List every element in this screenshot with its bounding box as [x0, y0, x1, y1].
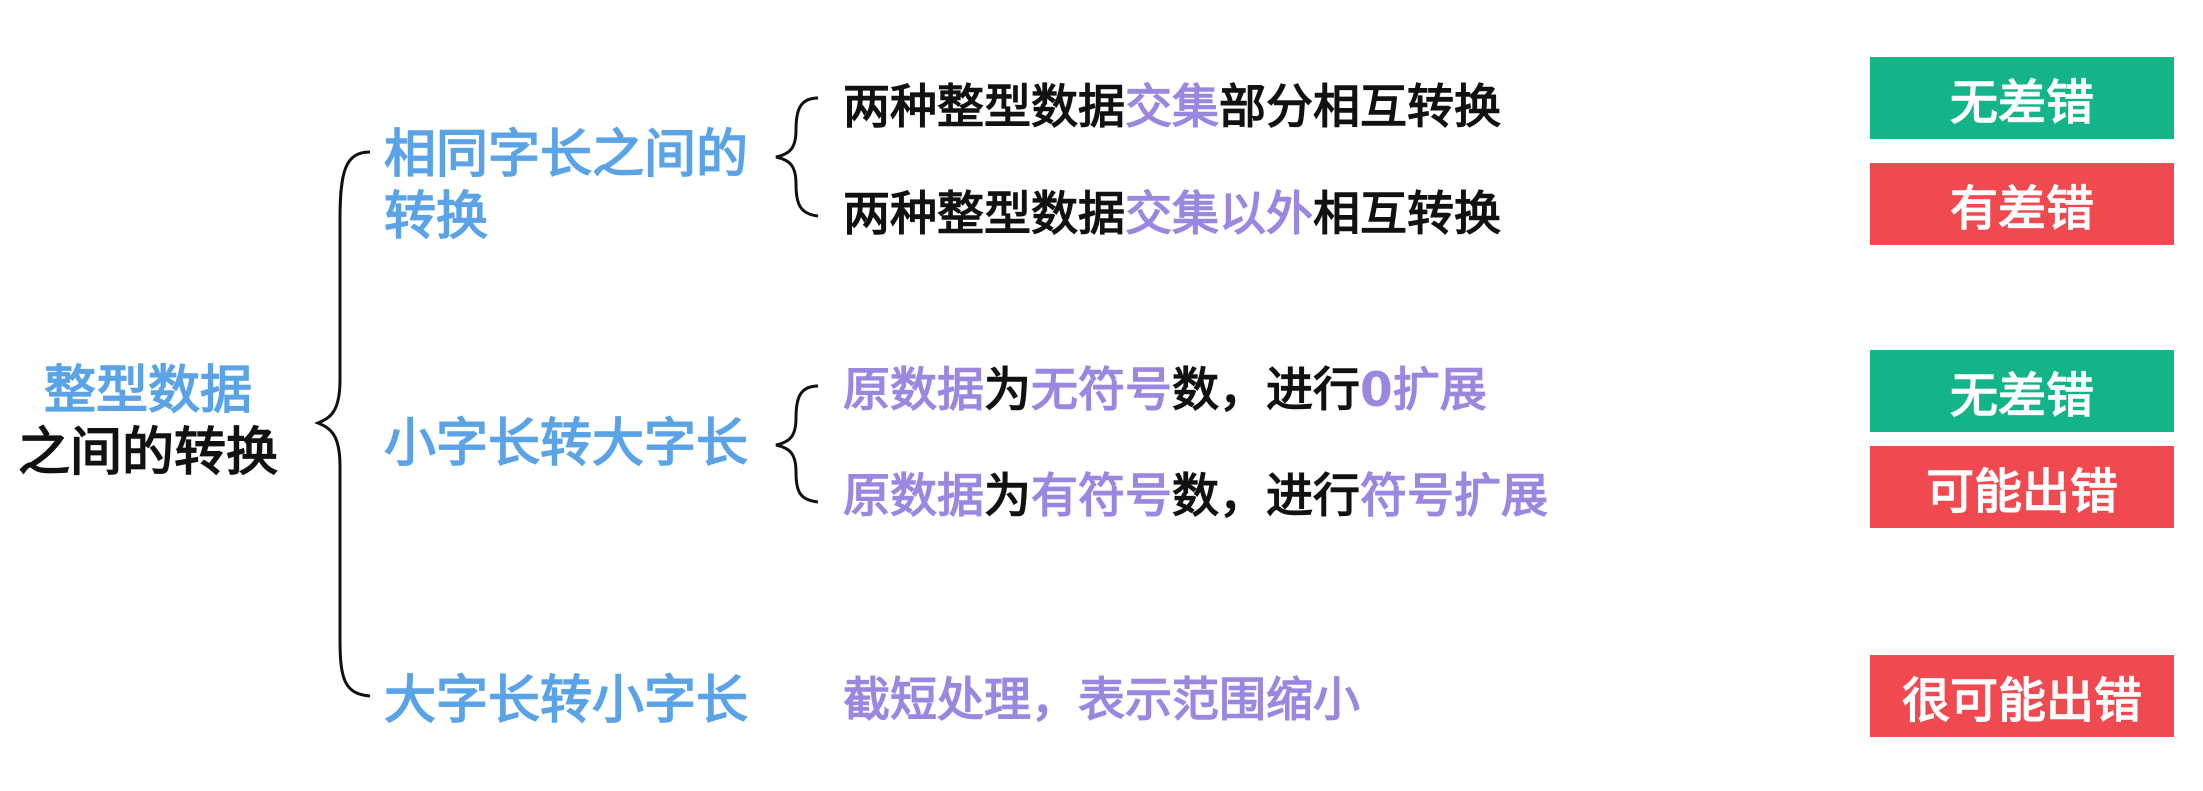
- status-badge-red: 有差错: [1870, 163, 2174, 245]
- status-badge-red: 可能出错: [1870, 446, 2174, 528]
- leaf-segment: 为: [984, 469, 1031, 524]
- leaf-segment: 两种整型数据: [843, 187, 1125, 242]
- root-node: 整型数据 之间的转换: [8, 360, 288, 484]
- status-badge-red: 很可能出错: [1870, 655, 2174, 737]
- leaf-segment-highlight: 有符号: [1031, 469, 1172, 524]
- leaf-segment-highlight: 符号扩展: [1360, 469, 1548, 524]
- leaf-text: 两种整型数据交集以外相互转换: [843, 191, 1501, 238]
- leaf-segment-highlight: 原数据: [843, 469, 984, 524]
- leaf-text: 原数据为无符号数，进行0扩展: [843, 367, 1487, 414]
- branch-label-line: 相同字长之间的: [384, 125, 749, 185]
- branch-label-line: 转换: [384, 187, 489, 247]
- leaf-segment-highlight: 0扩展: [1360, 363, 1487, 418]
- leaf-text: 两种整型数据交集部分相互转换: [843, 84, 1501, 131]
- status-badge-green: 无差错: [1870, 57, 2174, 139]
- leaf-segment: 两种整型数据: [843, 80, 1125, 135]
- leaf-segment-highlight: 交集以外: [1125, 187, 1313, 242]
- status-badge-green: 无差错: [1870, 350, 2174, 432]
- brace-branch-1: [775, 96, 819, 218]
- brace-branch-2: [775, 384, 819, 504]
- leaf-segment: 相互转换: [1313, 187, 1501, 242]
- leaf-segment-highlight: 原数据: [843, 363, 984, 418]
- leaf-segment: 数，进行: [1172, 469, 1360, 524]
- leaf-segment: 数，进行: [1172, 363, 1360, 418]
- leaf-text: 原数据为有符号数，进行符号扩展: [843, 473, 1548, 520]
- root-line1: 整型数据: [43, 361, 252, 421]
- leaf-segment-highlight: 交集: [1125, 80, 1219, 135]
- leaf-text: 截短处理，表示范围缩小: [843, 673, 1360, 728]
- branch-label-small-to-large: 小字长转大字长: [384, 414, 749, 474]
- leaf-segment: 部分相互转换: [1219, 80, 1501, 135]
- root-line2: 之间的转换: [17, 423, 278, 483]
- leaf-segment-highlight: 无符号: [1031, 363, 1172, 418]
- branch-label-large-to-small: 大字长转小字长: [384, 671, 749, 731]
- branch-label-same-width: 相同字长之间的 转换: [384, 124, 748, 248]
- leaf-segment: 为: [984, 363, 1031, 418]
- main-brace: [314, 150, 371, 698]
